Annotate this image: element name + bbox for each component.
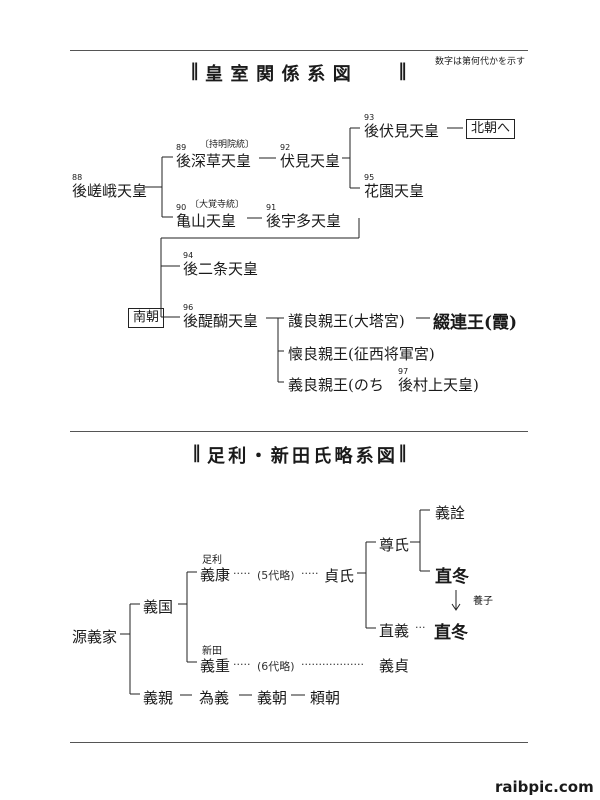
gouda-number: 91 <box>266 203 277 212</box>
yoshiakira: 義詮 <box>435 504 466 522</box>
top-rule <box>70 50 528 51</box>
ashikaga-label: 足利 <box>202 555 222 566</box>
gofukakusa-number: 89 <box>176 143 187 152</box>
yoshiie: 源義家 <box>72 628 118 646</box>
six-generations-omitted: (6代略) <box>257 660 295 673</box>
hanazono-emperor: 花園天皇 <box>364 182 425 200</box>
dots-6gen-right: ·················· <box>301 658 364 671</box>
noriyoshi-prince: 義良親王(のち <box>288 376 384 394</box>
imperial-note: 数字は第何代かを示す <box>435 57 526 67</box>
gonijo-number: 94 <box>183 251 194 260</box>
oshino-prince: 綴連王(霞) <box>433 313 518 333</box>
yoshishige: 義重 <box>200 657 231 675</box>
ashikaga-title: 足利・新田氏略系図 <box>207 446 399 467</box>
sadauji: 貞氏 <box>324 567 355 585</box>
gosaga-number: 88 <box>72 173 83 182</box>
tadayoshi: 直義 <box>379 622 410 640</box>
tadafuyu-bottom: 直冬 <box>434 623 468 643</box>
gosaga-emperor: 後嵯峨天皇 <box>72 182 148 200</box>
yoshisada: 義貞 <box>379 657 410 675</box>
yoshiyasu: 義康 <box>200 566 231 584</box>
gomurakami-number: 97 <box>398 367 409 376</box>
middle-rule <box>70 431 528 432</box>
dots-6gen-left: ····· <box>233 658 251 671</box>
watermark: raibpic.com <box>495 778 594 796</box>
title-bar-left: ‖ <box>190 60 199 81</box>
title2-bar-right: ‖ <box>398 442 407 463</box>
yoshitomo: 義朝 <box>257 689 288 707</box>
imperial-title: 皇室関係系図 <box>205 64 359 85</box>
title-bar-right: ‖ <box>398 60 407 81</box>
dots-tadayoshi: ··· <box>415 621 426 634</box>
godaigo-emperor: 後醍醐天皇 <box>183 312 259 330</box>
fushimi-emperor: 伏見天皇 <box>280 152 341 170</box>
gonijo-emperor: 後二条天皇 <box>183 260 259 278</box>
yoshikuni: 義国 <box>143 598 174 616</box>
kaneyoshi-prince: 懐良親王(征西将軍宮) <box>288 345 435 363</box>
jimyoin-lineage-label: 〔持明院統〕 <box>200 140 255 150</box>
tameyoshi: 為義 <box>199 689 230 707</box>
hanazono-number: 95 <box>364 173 375 182</box>
gouda-emperor: 後宇多天皇 <box>266 212 342 230</box>
hokucho-box: 北朝へ <box>466 119 516 139</box>
fushimi-number: 92 <box>280 143 291 152</box>
dots-5gen-right: ····· <box>301 567 319 580</box>
bottom-rule <box>70 742 528 743</box>
gofukakusa-emperor: 後深草天皇 <box>176 152 252 170</box>
kameyama-number: 90 <box>176 203 187 212</box>
yoritomo: 頼朝 <box>310 689 341 707</box>
gofushimi-emperor: 後伏見天皇 <box>364 122 440 140</box>
adoption-label: 養子 <box>473 596 493 607</box>
yoshichika: 義親 <box>143 689 174 707</box>
title2-bar-left: ‖ <box>192 442 201 463</box>
takauji: 尊氏 <box>379 536 410 554</box>
nancho-box: 南朝 <box>128 308 165 328</box>
godaigo-number: 96 <box>183 303 194 312</box>
nitta-label: 新田 <box>202 646 222 657</box>
five-generations-omitted: (5代略) <box>257 569 295 582</box>
tadafuyu-top: 直冬 <box>435 567 469 587</box>
kameyama-emperor: 亀山天皇 <box>176 212 237 230</box>
gomurakami-emperor: 後村上天皇) <box>398 376 479 394</box>
gofushimi-number: 93 <box>364 113 375 122</box>
daikakuji-lineage-label: 〔大覚寺統〕 <box>190 200 245 210</box>
dots-5gen-left: ····· <box>233 567 251 580</box>
moriyoshi-prince: 護良親王(大塔宮) <box>288 312 405 330</box>
